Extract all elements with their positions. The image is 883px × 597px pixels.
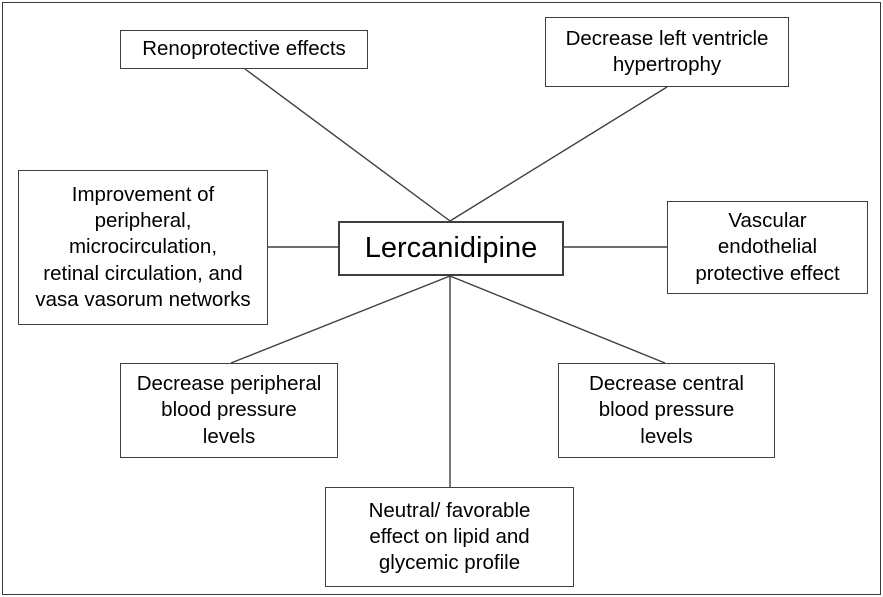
node-vascular-endothelial-protective-effect[interactable]: Vascular endothelial protective effect [667,201,868,294]
node-label: Lercanidipine [364,231,538,264]
edge-lercanidipine-renoprotective [244,68,451,222]
node-decrease-central-blood-pressure[interactable]: Decrease central blood pressure levels [558,363,775,458]
node-lercanidipine-central[interactable]: Lercanidipine [338,221,564,276]
node-decrease-left-ventricle-hypertrophy[interactable]: Decrease left ventricle hypertrophy [545,17,789,87]
node-label: Renoprotective effects [142,37,346,61]
node-decrease-peripheral-blood-pressure[interactable]: Decrease peripheral blood pressure level… [120,363,338,458]
edge-lercanidipine-peripheral-bp [230,275,451,364]
node-label: Decrease left ventricle hypertrophy [565,26,769,76]
node-neutral-favorable-lipid-glycemic[interactable]: Neutral/ favorable effect on lipid and g… [325,487,574,587]
edge-lercanidipine-central-bp [449,275,666,364]
edge-lercanidipine-lvh [449,86,668,222]
node-label: Vascular endothelial protective effect [695,209,840,285]
node-label: Decrease central blood pressure levels [589,372,744,448]
node-label: Improvement of peripheral, microcirculat… [35,182,251,311]
node-renoprotective-effects[interactable]: Renoprotective effects [120,30,368,69]
node-label: Decrease peripheral blood pressure level… [136,372,322,448]
node-label: Neutral/ favorable effect on lipid and g… [368,498,531,575]
node-improvement-of-peripheral-circulation[interactable]: Improvement of peripheral, microcirculat… [18,170,268,325]
